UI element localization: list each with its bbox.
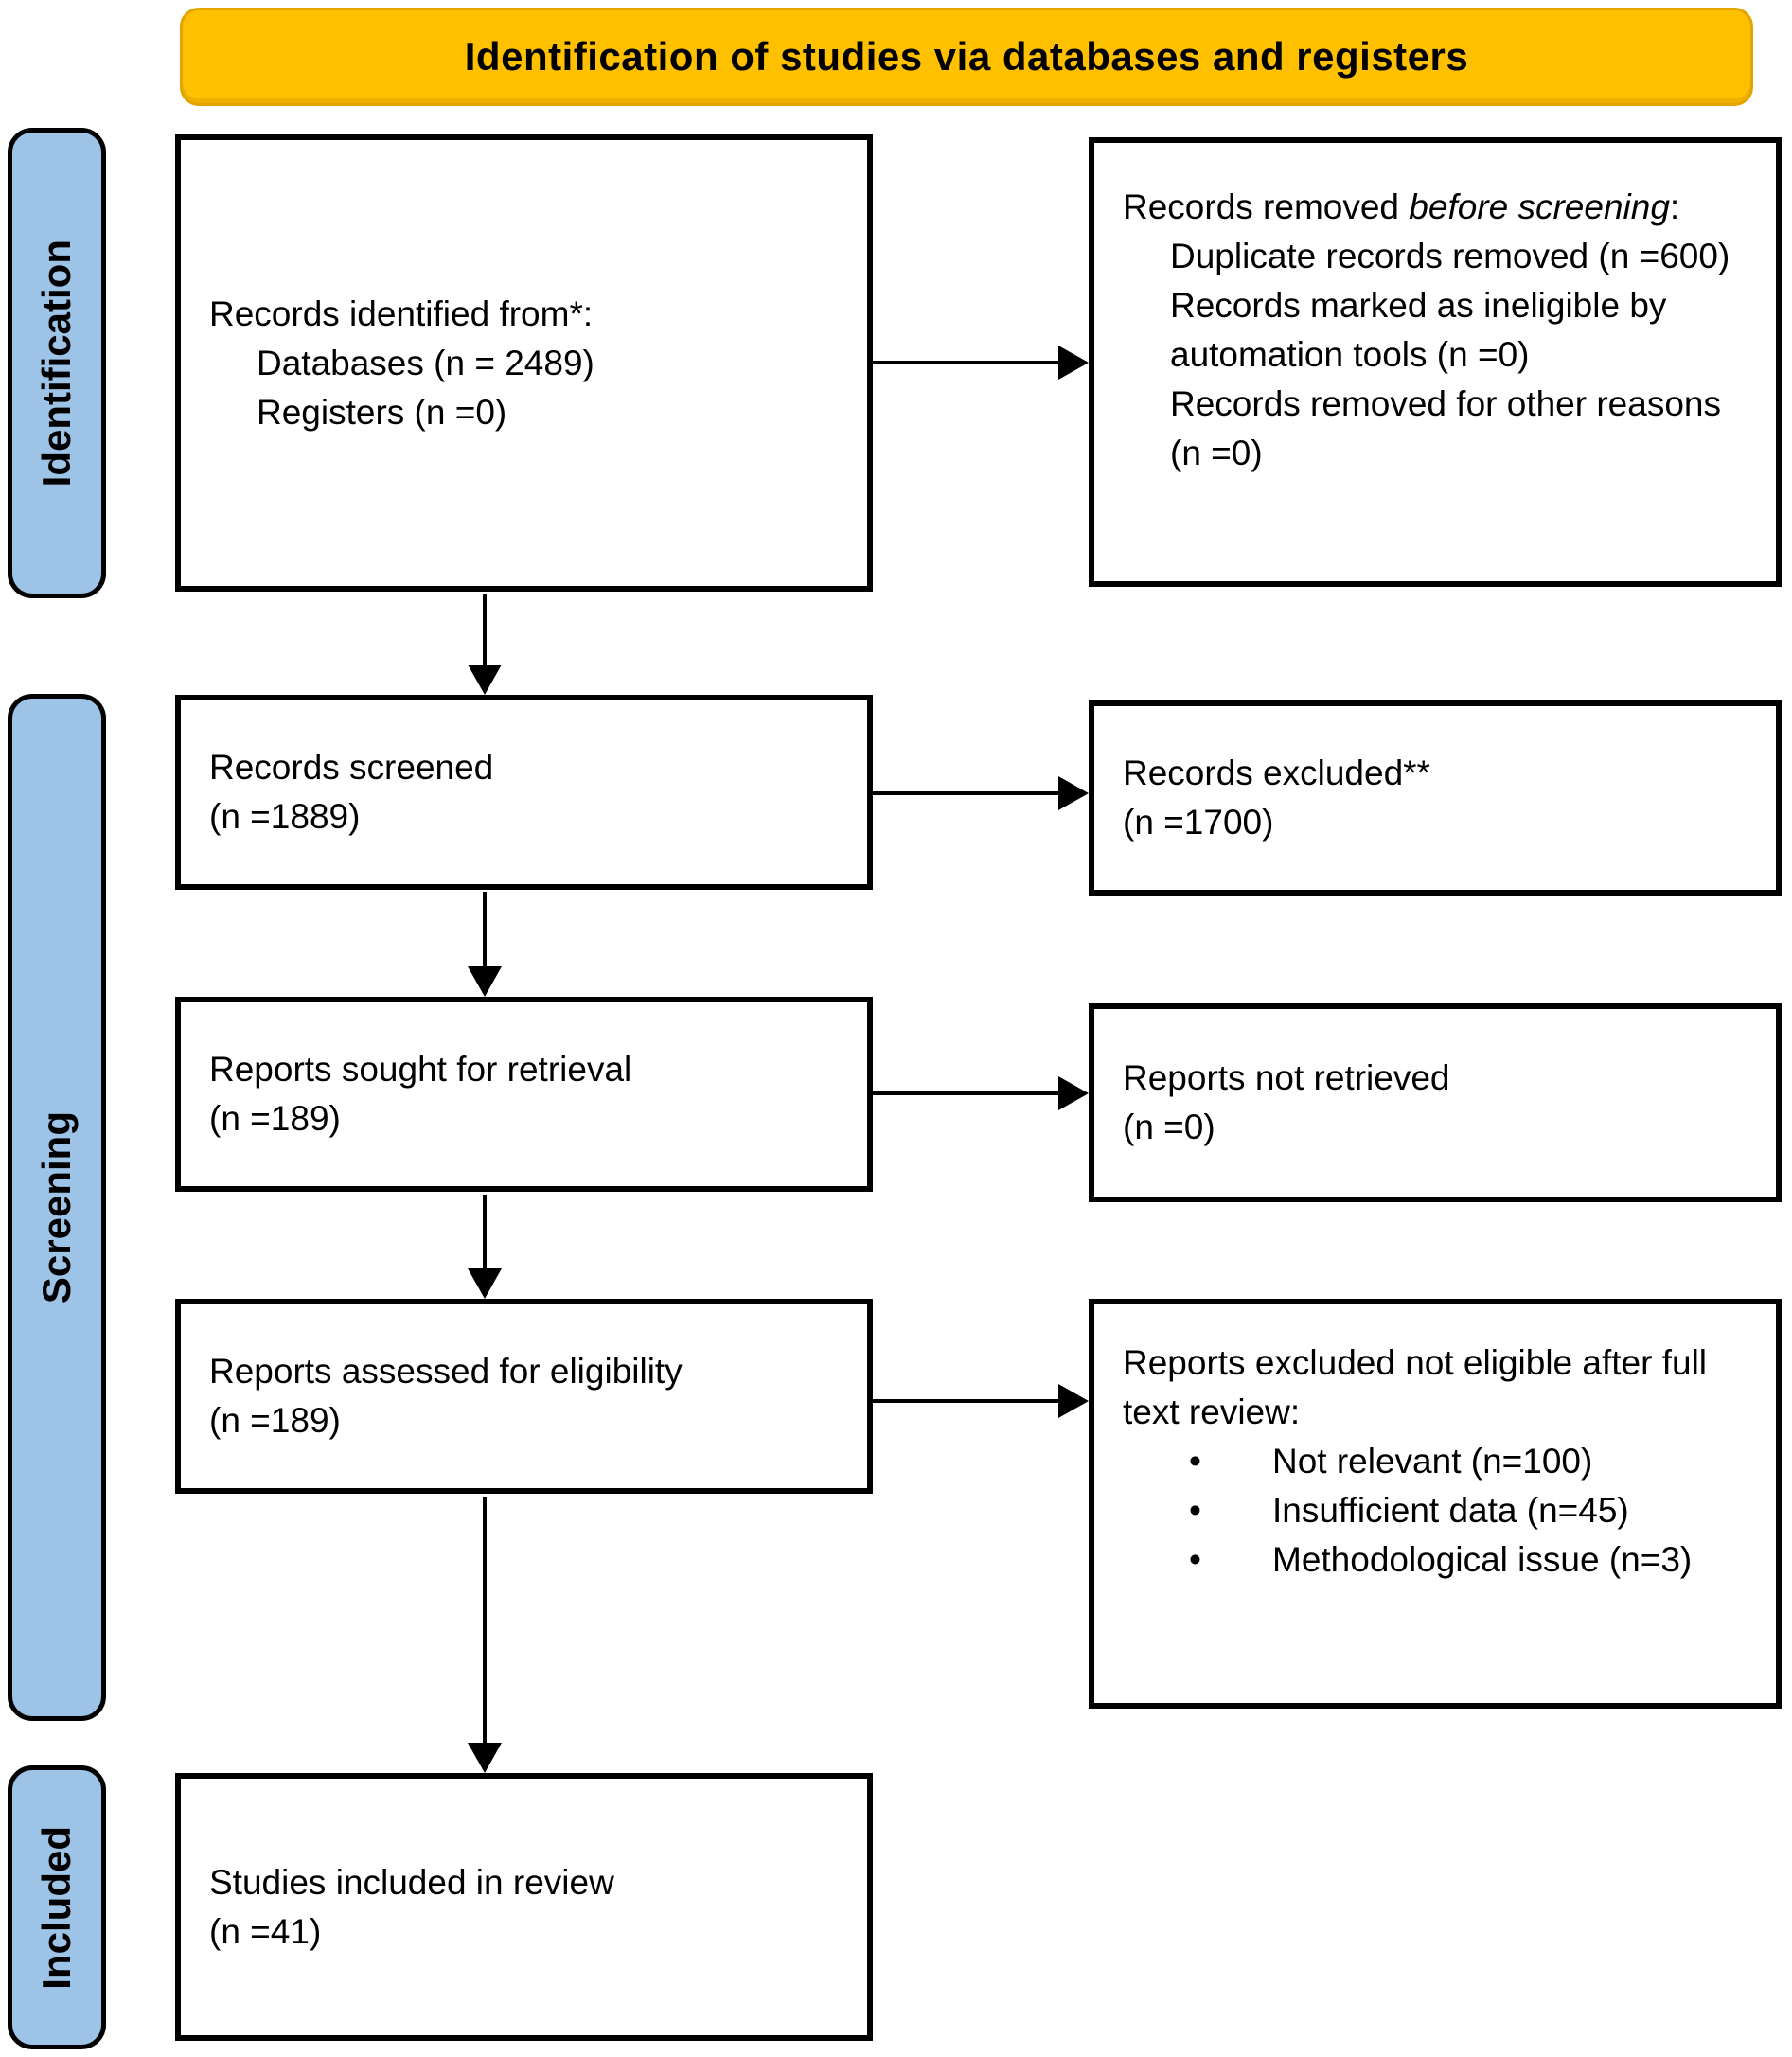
arrowhead-right-icon bbox=[1058, 1076, 1089, 1110]
records-removed-suffix: : bbox=[1669, 187, 1680, 226]
arrowhead-right-icon bbox=[1058, 1384, 1089, 1418]
box-records-excluded: Records excluded** (n =1700) bbox=[1089, 700, 1782, 896]
records-identified-heading: Records identified from*: bbox=[209, 293, 594, 333]
fulltext-reason-methodological: Methodological issue (n=3) bbox=[1272, 1540, 1693, 1579]
records-removed-prefix: Records removed bbox=[1123, 187, 1410, 226]
arrowhead-down-icon bbox=[468, 966, 502, 997]
arrowhead-right-icon bbox=[1058, 776, 1089, 810]
arrow-identified-to-screened bbox=[483, 594, 487, 665]
list-item: • Not relevant (n=100) bbox=[1189, 1437, 1748, 1486]
box-reports-not-retrieved: Reports not retrieved (n =0) bbox=[1089, 1003, 1782, 1202]
records-screened-count: (n =1889) bbox=[209, 797, 361, 836]
arrow-assessed-to-included bbox=[483, 1497, 487, 1743]
reports-not-retrieved-count: (n =0) bbox=[1123, 1108, 1215, 1146]
reports-not-retrieved-line1: Reports not retrieved bbox=[1123, 1058, 1450, 1097]
arrow-screened-to-sought bbox=[483, 892, 487, 966]
reports-sought-count: (n =189) bbox=[209, 1099, 341, 1138]
arrowhead-down-icon bbox=[468, 1268, 502, 1299]
records-excluded-line1: Records excluded** bbox=[1123, 754, 1430, 792]
records-removed-heading: Records removed before screening: bbox=[1123, 183, 1748, 232]
stage-identification-label: Identification bbox=[34, 239, 79, 488]
arrow-identified-to-removed bbox=[873, 361, 1058, 364]
box-reports-sought: Reports sought for retrieval (n =189) bbox=[175, 997, 873, 1192]
stage-screening-label: Screening bbox=[34, 1110, 79, 1304]
bullet-icon: • bbox=[1189, 1491, 1201, 1530]
studies-included-count: (n =41) bbox=[209, 1911, 322, 1951]
fulltext-reason-not-relevant: Not relevant (n=100) bbox=[1272, 1442, 1593, 1481]
fulltext-excluded-heading: Reports excluded not eligible after full… bbox=[1123, 1343, 1708, 1431]
arrow-sought-to-assessed bbox=[483, 1195, 487, 1268]
arrow-assessed-to-fulltext-excluded bbox=[873, 1399, 1058, 1403]
records-screened-line1: Records screened bbox=[209, 748, 494, 787]
arrowhead-down-icon bbox=[468, 1743, 502, 1773]
arrowhead-right-icon bbox=[1058, 346, 1089, 380]
box-records-identified: Records identified from*: Databases (n =… bbox=[175, 134, 873, 592]
records-removed-other: Records removed for other reasons (n =0) bbox=[1170, 384, 1721, 472]
arrowhead-down-icon bbox=[468, 665, 502, 695]
studies-included-line1: Studies included in review bbox=[209, 1862, 614, 1902]
records-removed-emphasis: before screening bbox=[1409, 187, 1670, 226]
records-removed-duplicates: Duplicate records removed (n =600) bbox=[1170, 237, 1730, 275]
box-reports-excluded-fulltext: Reports excluded not eligible after full… bbox=[1089, 1299, 1782, 1709]
box-records-screened: Records screened (n =1889) bbox=[175, 695, 873, 890]
stage-included: Included bbox=[8, 1765, 106, 2049]
stage-screening: Screening bbox=[8, 694, 106, 1721]
list-item: • Methodological issue (n=3) bbox=[1189, 1535, 1748, 1585]
stage-included-label: Included bbox=[34, 1825, 79, 1990]
fulltext-excluded-list: • Not relevant (n=100) • Insufficient da… bbox=[1123, 1437, 1748, 1585]
stage-identification: Identification bbox=[8, 128, 106, 598]
box-reports-assessed: Reports assessed for eligibility (n =189… bbox=[175, 1299, 873, 1494]
box-records-removed: Records removed before screening: Duplic… bbox=[1089, 137, 1782, 587]
records-identified-databases: Databases (n = 2489) bbox=[257, 343, 594, 382]
records-identified-registers: Registers (n =0) bbox=[257, 392, 507, 432]
title-banner: Identification of studies via databases … bbox=[180, 8, 1753, 106]
records-excluded-count: (n =1700) bbox=[1123, 803, 1274, 842]
arrow-sought-to-not-retrieved bbox=[873, 1091, 1058, 1095]
bullet-icon: • bbox=[1189, 1442, 1201, 1481]
box-studies-included: Studies included in review (n =41) bbox=[175, 1773, 873, 2041]
records-removed-automation: Records marked as ineligible by automati… bbox=[1170, 286, 1667, 374]
list-item: • Insufficient data (n=45) bbox=[1189, 1486, 1748, 1535]
reports-assessed-line1: Reports assessed for eligibility bbox=[209, 1352, 683, 1391]
diagram-title: Identification of studies via databases … bbox=[464, 34, 1469, 79]
bullet-icon: • bbox=[1189, 1540, 1201, 1579]
reports-assessed-count: (n =189) bbox=[209, 1401, 341, 1440]
arrow-screened-to-excluded bbox=[873, 791, 1058, 795]
fulltext-reason-insufficient-data: Insufficient data (n=45) bbox=[1272, 1491, 1629, 1530]
reports-sought-line1: Reports sought for retrieval bbox=[209, 1050, 632, 1089]
